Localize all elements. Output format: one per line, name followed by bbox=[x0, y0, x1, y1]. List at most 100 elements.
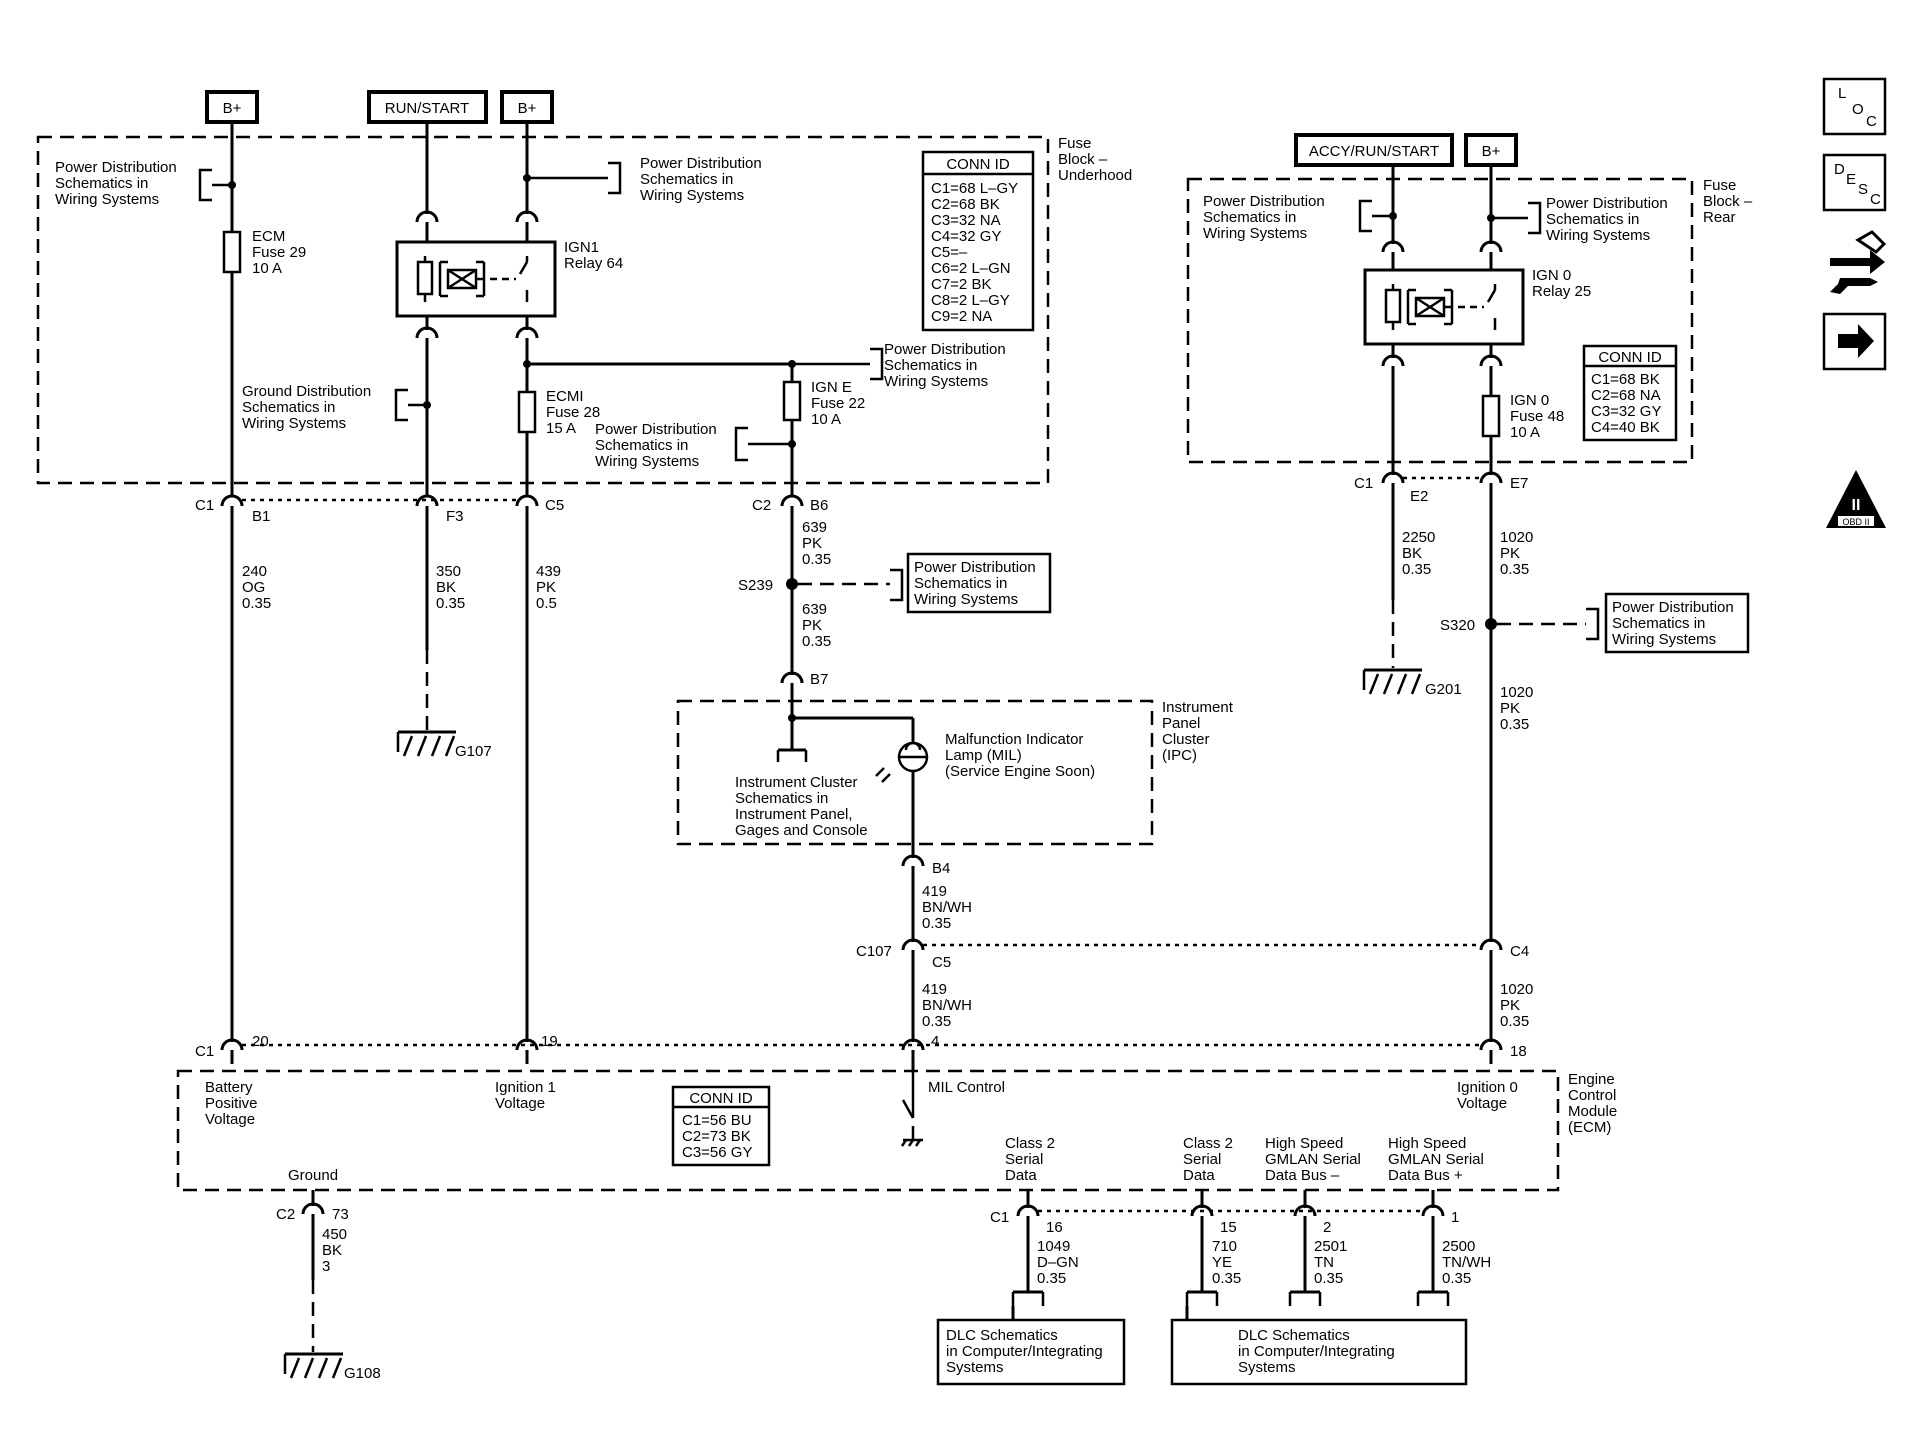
svg-text:Power Distribution Schem: Power Distribution Schematics in Wiring … bbox=[914, 559, 1040, 608]
svg-text:C4=40 BK: C4=40 BK bbox=[1591, 419, 1660, 436]
ecm-mil-control: MIL Control bbox=[928, 1079, 1005, 1096]
ign1-relay-label: IGN1 Relay 64 bbox=[564, 239, 623, 272]
svg-text:C3=32 NA: C3=32 NA bbox=[931, 212, 1001, 229]
wire-1020a: 1020 PK 0.35 bbox=[1500, 529, 1538, 578]
ecm-label: Engine Control Module (ECM) bbox=[1568, 1071, 1621, 1136]
wire-350: 350 BK 0.35 bbox=[436, 563, 465, 612]
ref-power-dist-8: Power Distribution Schematics in Wiring … bbox=[1604, 592, 1750, 654]
wire-1020b: 1020 PK 0.35 bbox=[1500, 684, 1538, 733]
svg-text:C6=2 L–GN: C6=2 L–GN bbox=[931, 260, 1011, 277]
wire-639b: 639 PK 0.35 bbox=[802, 601, 831, 650]
svg-text:C2=68 NA: C2=68 NA bbox=[1591, 387, 1661, 404]
ref-power-dist-1: Power Distribution Schematics in Wiring … bbox=[55, 159, 181, 208]
svg-text:C3=32 GY: C3=32 GY bbox=[1591, 403, 1661, 420]
splice-s320: S320 bbox=[1440, 617, 1475, 634]
ref-ground-dist: Ground Distribution Schematics in Wiring… bbox=[242, 383, 375, 432]
mil-control-switch bbox=[900, 1070, 923, 1147]
pin-4: 4 bbox=[931, 1033, 939, 1050]
ecmi-fuse-label: ECMI Fuse 28 15 A bbox=[546, 388, 604, 437]
fuse-block-underhood-boundary bbox=[36, 135, 1050, 485]
pin-c5: C5 bbox=[545, 497, 564, 514]
svg-text:B+: B+ bbox=[518, 100, 537, 117]
wire-240: 240 OG 0.35 bbox=[242, 563, 271, 612]
svg-text:B+: B+ bbox=[223, 100, 242, 117]
ecm-hs-gmlan-plus: High Speed GMLAN Serial Data Bus + bbox=[1388, 1135, 1488, 1184]
ign0-relay-label: IGN 0 Relay 25 bbox=[1532, 267, 1591, 300]
ground-g201-label: G201 bbox=[1425, 681, 1462, 698]
circuit-ignition-1 bbox=[515, 122, 884, 1064]
source-accy-run-start: ACCY/RUN/START bbox=[1294, 133, 1454, 167]
ign0-fuse-label: IGN 0 Fuse 48 10 A bbox=[1510, 392, 1568, 441]
pin-b7: B7 bbox=[810, 671, 828, 688]
circuit-mil bbox=[901, 840, 925, 1070]
ecm-class2-b: Class 2 Serial Data bbox=[1183, 1135, 1237, 1184]
source-b-plus-2: B+ bbox=[500, 90, 554, 124]
pin-20: 20 bbox=[252, 1033, 269, 1050]
next-arrow-icon[interactable] bbox=[1822, 312, 1887, 371]
ecm-ground-label: Ground bbox=[288, 1167, 338, 1184]
conn-c1-rear: C1 bbox=[1354, 475, 1373, 492]
ref-inst-cluster: Instrument Cluster Schematics in Instrum… bbox=[735, 774, 868, 839]
svg-text:CONN ID: CONN ID bbox=[946, 156, 1010, 173]
svg-text:CONN ID: CONN ID bbox=[689, 1090, 753, 1107]
pin-2: 2 bbox=[1323, 1219, 1331, 1236]
ref-power-dist-6: Power Distribution Schematics in Wiring … bbox=[1203, 193, 1329, 242]
conn-c107: C107 bbox=[856, 943, 892, 960]
ecm-class2-a: Class 2 Serial Data bbox=[1005, 1135, 1059, 1184]
pin-f3: F3 bbox=[446, 508, 464, 525]
pin-e7: E7 bbox=[1510, 475, 1528, 492]
ecm-ignition-1-voltage: Ignition 1 Voltage bbox=[495, 1079, 560, 1112]
schematic-reference-icon[interactable] bbox=[1830, 230, 1887, 294]
loc-button[interactable]: L O C bbox=[1822, 77, 1887, 136]
svg-text:L: L bbox=[1838, 85, 1846, 102]
ground-g108-symbol bbox=[283, 1352, 343, 1379]
ign1-relay bbox=[395, 240, 557, 318]
ipc-internal-wiring bbox=[776, 714, 915, 840]
circuit-ignition-0 bbox=[1479, 165, 1600, 1064]
ref-power-dist-5: Power Distribution Schematics in Wiring … bbox=[906, 552, 1052, 614]
svg-text:RUN/START: RUN/START bbox=[385, 100, 469, 117]
fuse-block-underhood-label: Fuse Block – Underhood bbox=[1058, 135, 1132, 184]
wire-1049: 1049 D–GN 0.35 bbox=[1037, 1238, 1083, 1287]
svg-text:C1=68 BK: C1=68 BK bbox=[1591, 371, 1660, 388]
svg-text:DLC Schematics in Comput: DLC Schematics in Computer/Integrating S… bbox=[946, 1327, 1107, 1376]
wire-419b: 419 BN/WH 0.35 bbox=[922, 981, 976, 1030]
underhood-conn-id-table: CONN ID C1=68 L–GY C2=68 BK C3=32 NA C4=… bbox=[921, 150, 1035, 332]
ref-dlc-2: DLC Schematics in Computer/Integrating S… bbox=[1170, 1318, 1468, 1386]
svg-text:ACCY/RUN/START: ACCY/RUN/START bbox=[1309, 143, 1439, 160]
desc-button[interactable]: D E S C bbox=[1822, 153, 1887, 212]
ref-dlc-1: DLC Schematics in Computer/Integrating S… bbox=[936, 1318, 1126, 1386]
conn-c2-underhood: C2 bbox=[752, 497, 771, 514]
source-run-start: RUN/START bbox=[367, 90, 488, 124]
circuit-ecm-ground bbox=[301, 1190, 325, 1352]
svg-text:C2=73 BK: C2=73 BK bbox=[682, 1128, 751, 1145]
svg-text:II: II bbox=[1852, 497, 1861, 514]
ecm-ignition-0-voltage: Ignition 0 Voltage bbox=[1457, 1079, 1522, 1112]
svg-text:DLC Schematics in Comput: DLC Schematics in Computer/Integrating S… bbox=[1238, 1327, 1399, 1376]
ecm-battery-voltage: Battery Positive Voltage bbox=[205, 1079, 262, 1128]
conn-c2-ecm: C2 bbox=[276, 1206, 295, 1223]
ref-power-dist-7: Power Distribution Schematics in Wiring … bbox=[1546, 195, 1672, 244]
ecm-boundary bbox=[176, 1069, 1560, 1192]
wire-450: 450 BK 3 bbox=[322, 1226, 351, 1275]
pin-18: 18 bbox=[1510, 1043, 1527, 1060]
svg-text:C5=–: C5=– bbox=[931, 244, 968, 261]
mil-lamp-icon bbox=[875, 741, 929, 783]
conn-c1-underhood: C1 bbox=[195, 497, 214, 514]
ground-g201-symbol bbox=[1362, 668, 1422, 695]
ground-g107-label: G107 bbox=[455, 743, 492, 760]
pin-c4: C4 bbox=[1510, 943, 1529, 960]
pin-b1: B1 bbox=[252, 508, 270, 525]
svg-text:C7=2 BK: C7=2 BK bbox=[931, 276, 991, 293]
svg-text:B+: B+ bbox=[1482, 143, 1501, 160]
circuit-ign-e bbox=[734, 364, 904, 718]
svg-text:OBD II: OBD II bbox=[1842, 517, 1869, 527]
ecm-fuse-label: ECM Fuse 29 10 A bbox=[252, 228, 310, 277]
svg-text:C: C bbox=[1870, 191, 1881, 208]
pin-16: 16 bbox=[1046, 1219, 1063, 1236]
ref-power-dist-4: Power Distribution Schematics in Wiring … bbox=[595, 421, 721, 470]
pin-c5-c107: C5 bbox=[932, 954, 951, 971]
svg-text:C8=2 L–GY: C8=2 L–GY bbox=[931, 292, 1010, 309]
wire-1020c: 1020 PK 0.35 bbox=[1500, 981, 1538, 1030]
